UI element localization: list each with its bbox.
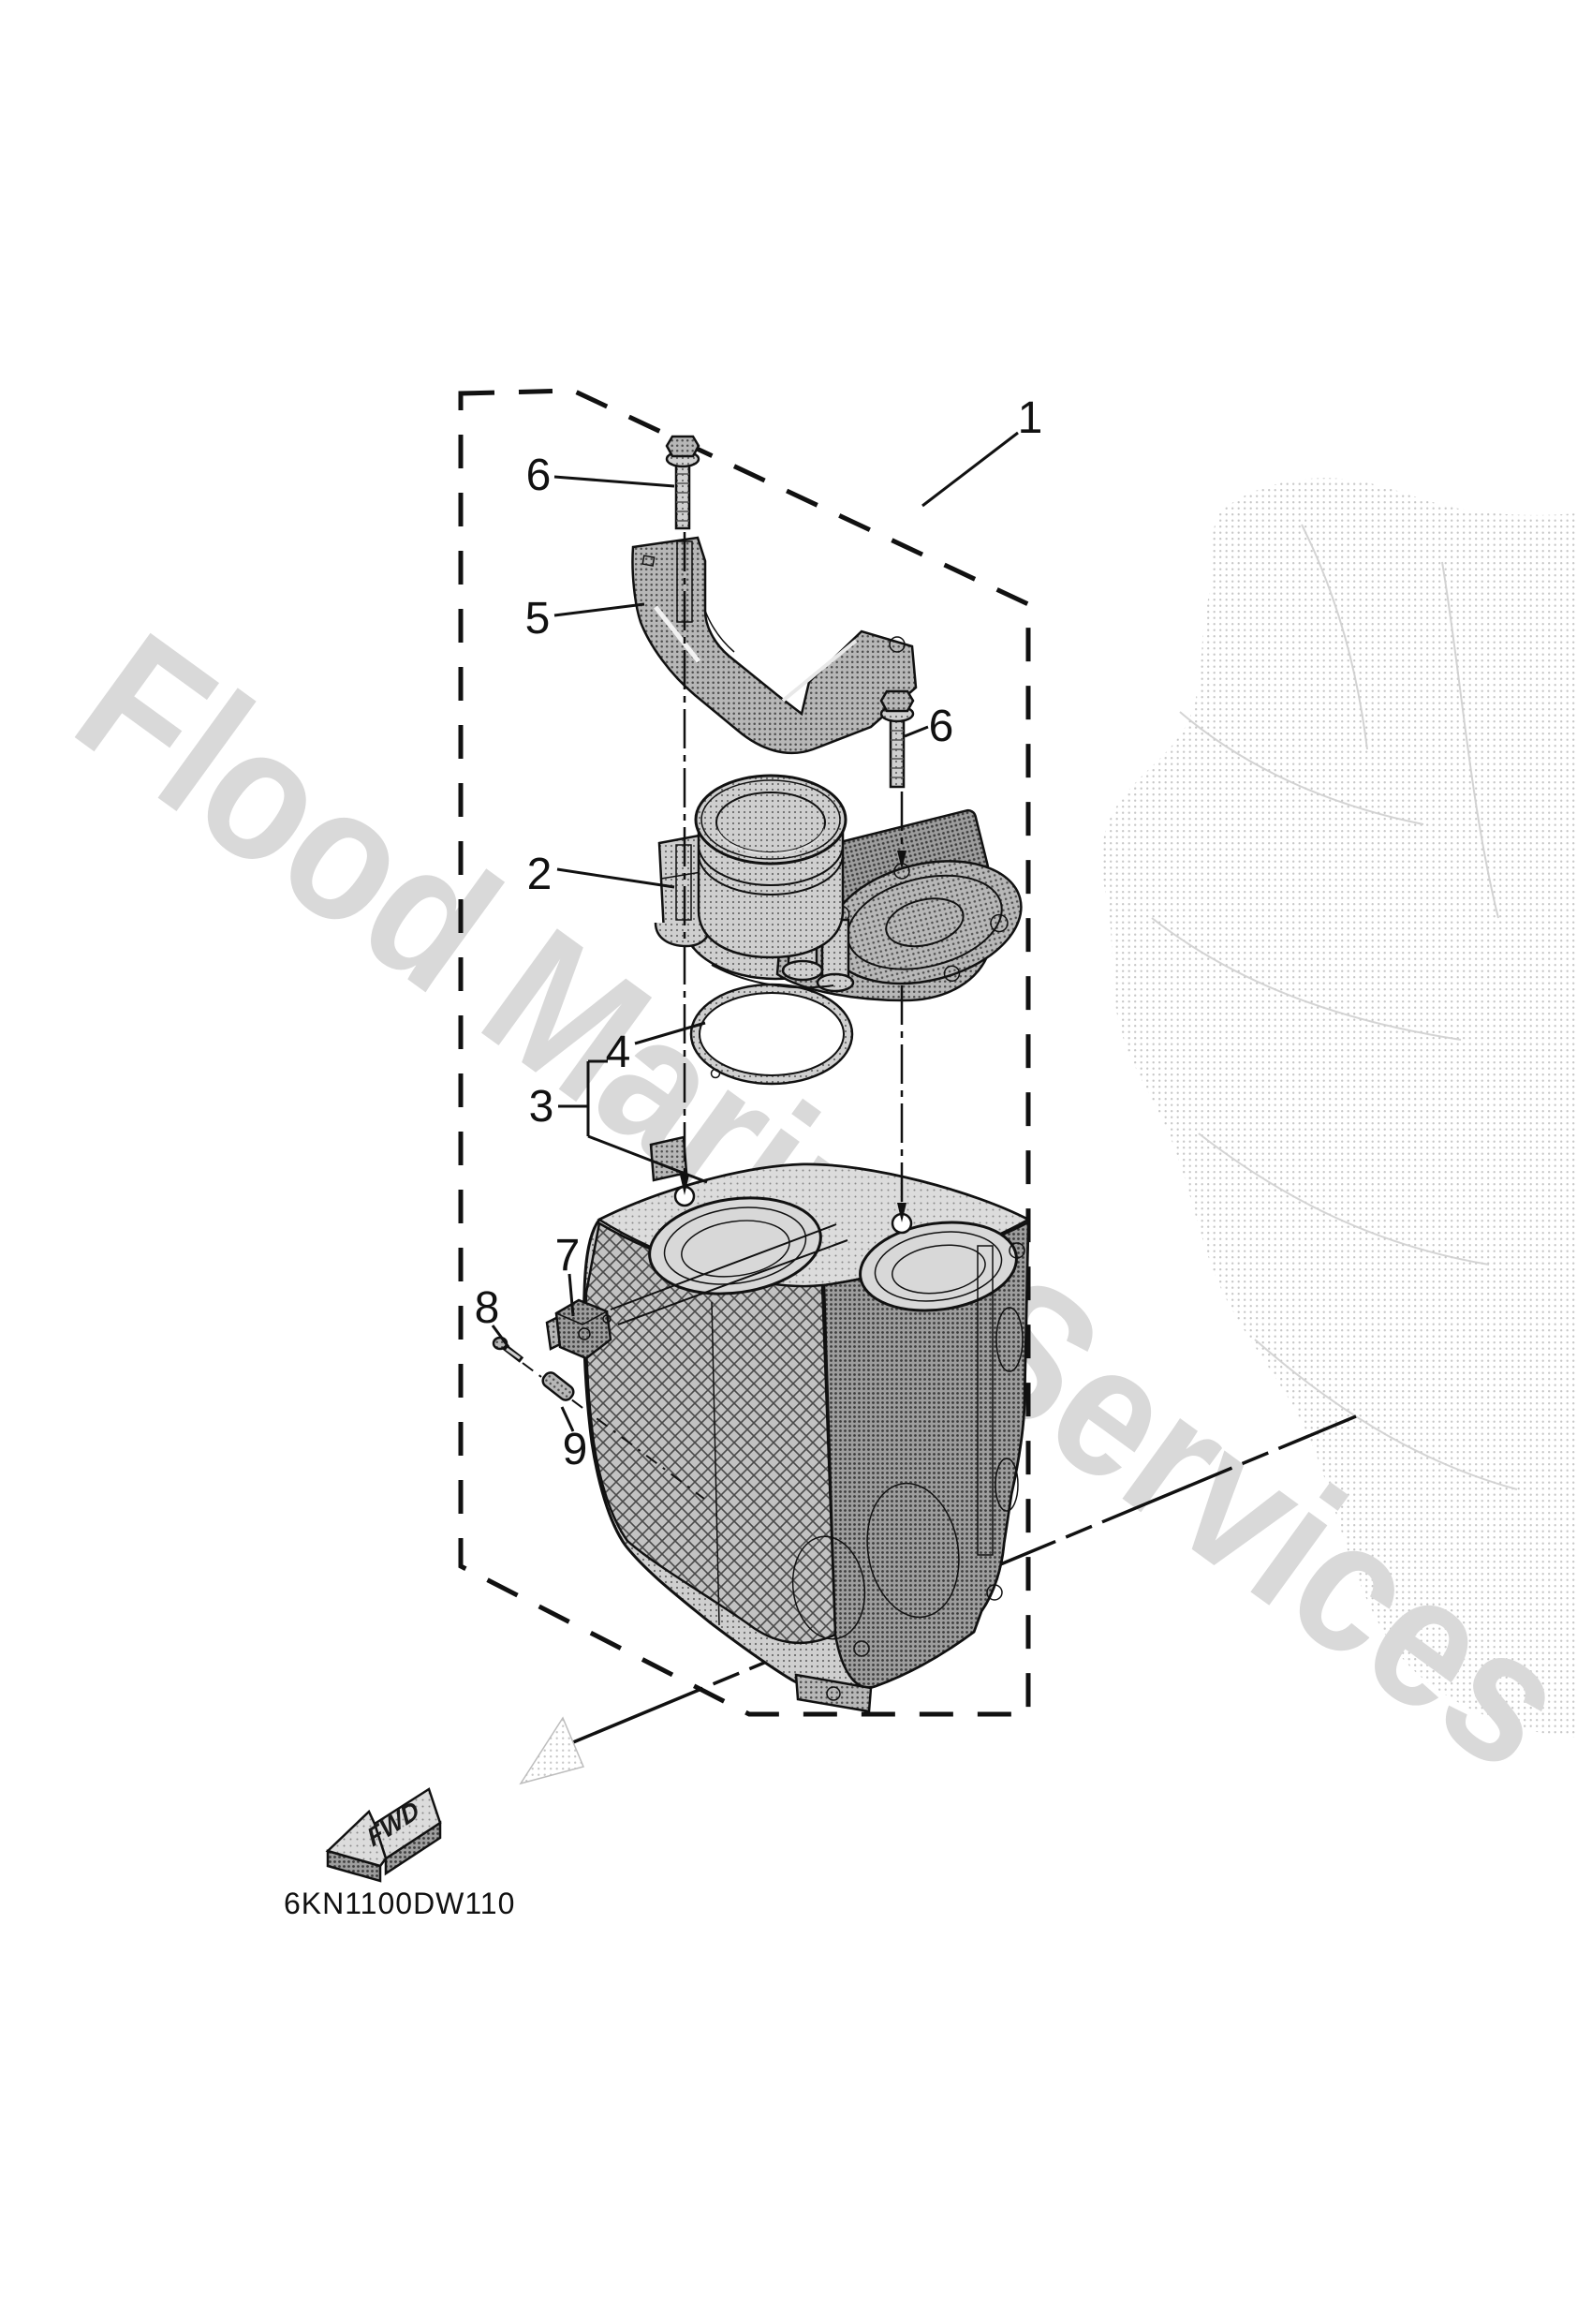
callout-9: 9 xyxy=(563,1425,588,1474)
callout-5: 5 xyxy=(525,594,551,644)
throttle-body xyxy=(654,774,1023,1002)
intake-manifold xyxy=(582,1135,1031,1713)
bolt-top xyxy=(665,435,700,530)
manifold-runner-highlight xyxy=(866,1482,960,1619)
manifold-rib-slot xyxy=(977,1245,994,1556)
drawing-code: 6KN1100DW110 xyxy=(284,1887,515,1920)
mounting-bracket xyxy=(631,536,918,755)
callout-leaders xyxy=(491,431,1019,1432)
grommet xyxy=(541,1371,575,1401)
manifold-bottom-tab xyxy=(794,1673,873,1713)
callout-7: 7 xyxy=(555,1231,581,1280)
callout-3: 3 xyxy=(529,1082,554,1132)
throttle-actuator-housing xyxy=(819,808,1023,985)
callout-2: 2 xyxy=(527,850,553,899)
callout-6-right: 6 xyxy=(929,702,954,751)
ghost-engine-block xyxy=(1101,478,1577,1739)
callout-4: 4 xyxy=(606,1028,631,1077)
manifold-top-tab xyxy=(649,1135,688,1182)
bolt-right xyxy=(879,689,915,789)
assembly-boundary-dashed xyxy=(458,388,1031,1717)
callout-8: 8 xyxy=(475,1283,500,1333)
callout-numbers: 1 2 3 4 5 6 6 7 8 9 xyxy=(475,393,1043,1474)
bracket-bolt-hole xyxy=(889,636,906,653)
callout-6-top: 6 xyxy=(526,451,552,500)
pressure-sensor xyxy=(545,1298,612,1360)
sensor-mount-lines xyxy=(610,1223,848,1325)
callout-1: 1 xyxy=(1018,393,1043,443)
bolt-centerlines xyxy=(680,532,906,1222)
ghost-arrowhead xyxy=(519,1716,585,1785)
